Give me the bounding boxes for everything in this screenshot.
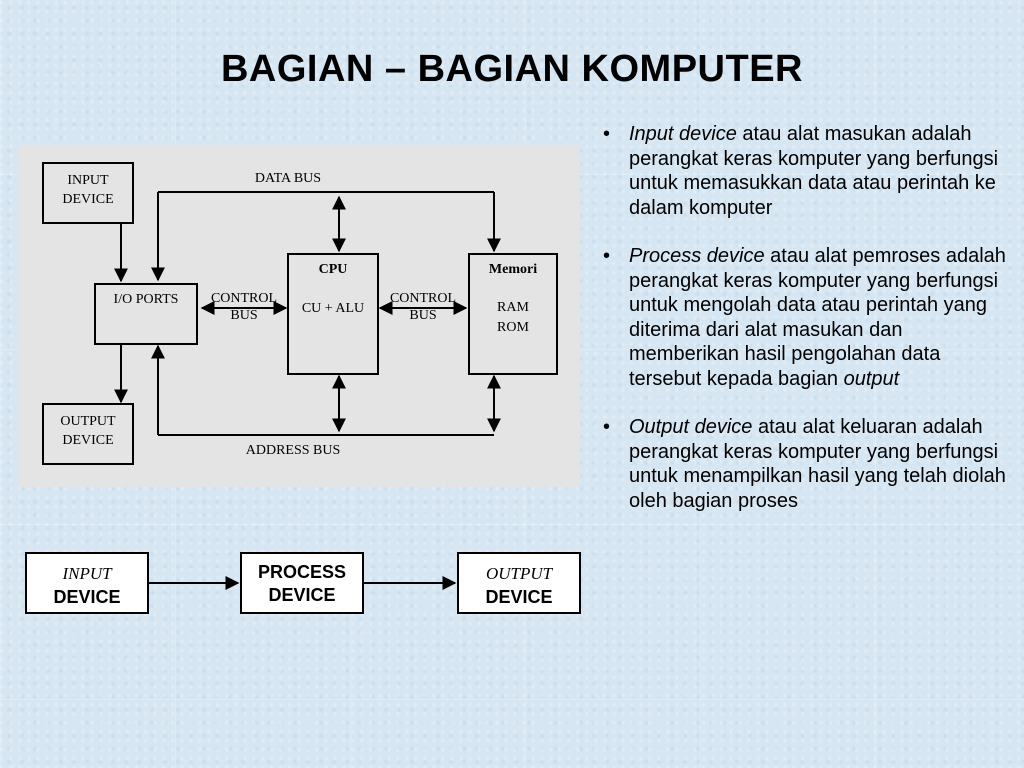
control-bus-right-label: CONTROL BUS [383,290,463,324]
diagram-connectors [114,191,501,436]
definitions-list: • Input device atau alat masukan adalah … [603,122,1018,537]
control-bus-left-label: CONTROL BUS [204,290,284,324]
text-process-device: atau alat pemroses adalah perangkat kera… [629,245,1006,390]
memori-ram: RAM [497,300,529,315]
control-bus-right-line1: CONTROL [389,291,457,306]
output-device-box [42,403,134,465]
flow-process-line2: DEVICE [268,585,336,605]
bullet-input-device: • Input device atau alat masukan adalah … [603,122,1018,220]
output-device-line1: OUTPUT [60,414,116,429]
bullet-output-device: • Output device atau alat keluaran adala… [603,415,1018,513]
memori-box [468,253,558,375]
term-process-device: Process device [629,245,765,267]
flow-output-line2: DEVICE [485,587,553,607]
cpu-title: CPU [318,262,348,277]
flow-process-box: PROCESS DEVICE [240,552,364,614]
term-input-device: Input device [629,123,737,145]
input-device-line1: INPUT [67,173,109,188]
data-bus-label: DATA BUS [254,171,322,186]
bullet-process-device: • Process device atau alat pemroses adal… [603,244,1018,391]
computer-architecture-diagram: INPUT DEVICE OUTPUT DEVICE I/O PORTS CPU… [18,145,580,487]
text-output-device: atau alat keluaran adalah perangkat kera… [629,416,1006,512]
input-device-label: INPUT DEVICE [42,171,134,209]
flow-output-box: OUTPUT DEVICE [457,552,581,614]
flow-arrows [148,576,457,590]
output-device-line2: DEVICE [62,433,114,448]
io-ports-label: I/O PORTS [113,292,179,307]
flow-input-line2: DEVICE [53,587,121,607]
input-device-box [42,162,134,224]
cpu-content: CU + ALU [301,301,365,316]
control-bus-left-line2: BUS [230,308,258,323]
page-title: BAGIAN – BAGIAN KOMPUTER [220,48,804,90]
flow-output-line1: OUTPUT [485,564,553,583]
term-output-device: Output device [629,416,753,438]
input-device-line2: DEVICE [62,192,114,207]
output-device-label: OUTPUT DEVICE [42,412,134,450]
control-bus-left-line1: CONTROL [210,291,278,306]
flow-input-line1: INPUT [62,564,112,583]
bullet-dot: • [603,245,611,267]
flow-input-box: INPUT DEVICE [25,552,149,614]
bullet-dot: • [603,123,611,145]
cpu-box [287,253,379,375]
io-ports-box [94,283,198,345]
control-bus-right-line2: BUS [409,308,437,323]
memori-rom: ROM [497,320,529,335]
memori-title: Memori [488,262,538,277]
address-bus-label: ADDRESS BUS [245,443,341,458]
text-input-device: atau alat masukan adalah perangkat keras… [629,123,999,219]
tail-process-device: output [843,367,900,390]
bullet-dot: • [603,416,611,438]
flow-process-line1: PROCESS [257,562,347,582]
